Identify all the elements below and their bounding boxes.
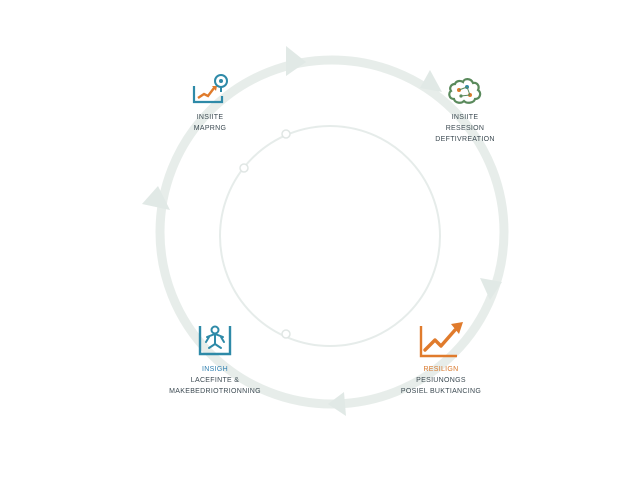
figure-frame-icon — [198, 325, 232, 356]
node-top-left-line1: INSIITE — [196, 114, 224, 121]
arrow-bottom — [328, 392, 346, 416]
inner-dot — [281, 129, 291, 139]
arrow-top — [286, 46, 306, 76]
node-bottom-right: RESILIGN PESIUNONGS POSIEL BUKTIANCING — [396, 318, 486, 397]
arrow-top-right — [420, 70, 442, 92]
node-top-right: INSIITE RESESION DEFTIVREATION — [420, 74, 510, 145]
inner-dot — [239, 163, 249, 173]
arrow-right — [480, 278, 502, 300]
node-bottom-left-line3: MAKEBEDRIOTRIONNING — [169, 388, 261, 395]
trending-up-icon — [419, 322, 463, 358]
node-bottom-left: INSIGH LACEFINTE & MAKEBEDRIOTRIONNING — [160, 320, 270, 397]
inner-ring — [219, 125, 441, 347]
brain-network-icon — [448, 78, 482, 104]
node-top-left: INSIITE MAPRNG — [170, 72, 250, 134]
node-bottom-right-line1: RESILIGN — [423, 366, 459, 373]
node-top-right-line1: INSIITE — [451, 114, 479, 121]
node-bottom-left-line1: INSIGH — [202, 366, 228, 373]
node-bottom-left-line2: LACEFINTE & — [190, 377, 240, 384]
node-bottom-right-line3: POSIEL BUKTIANCING — [400, 388, 482, 395]
arrow-left — [142, 186, 170, 210]
node-top-left-line2: MAPRNG — [193, 125, 227, 132]
node-top-right-line2: RESESION — [445, 125, 485, 132]
growth-chart-icon — [192, 74, 228, 104]
node-bottom-right-line2: PESIUNONGS — [416, 377, 466, 384]
node-top-right-line3: DEFTIVREATION — [435, 136, 495, 143]
inner-dot — [281, 329, 291, 339]
